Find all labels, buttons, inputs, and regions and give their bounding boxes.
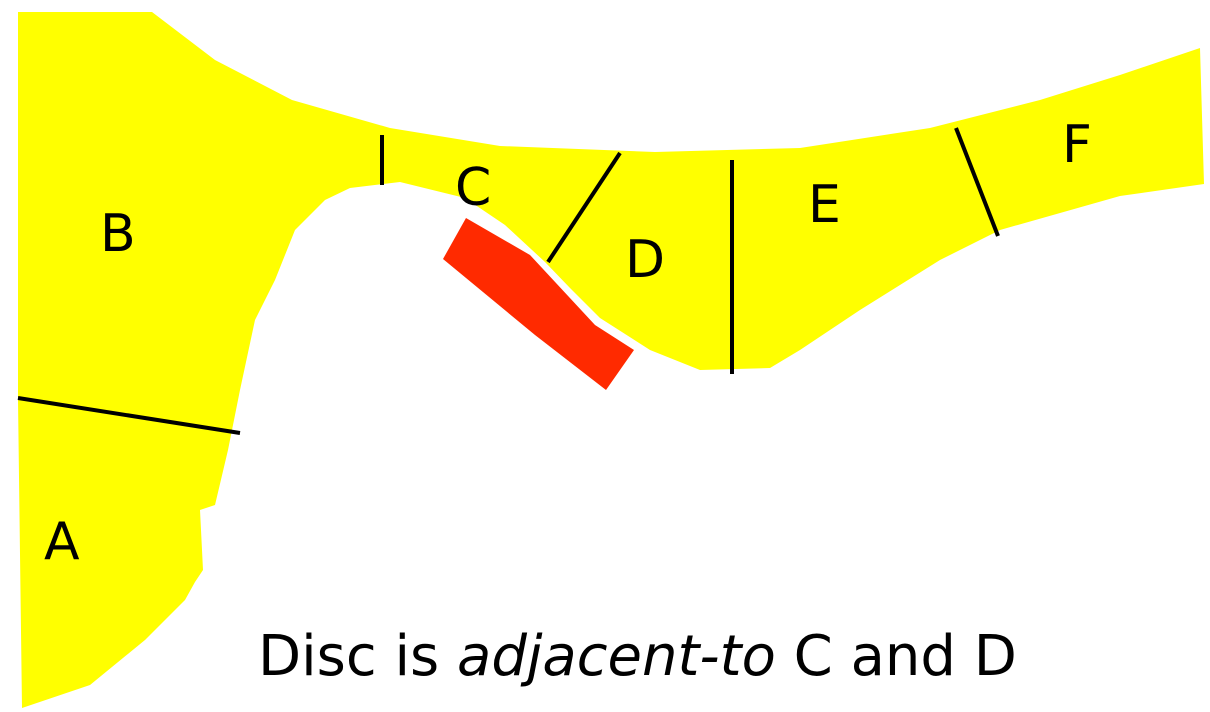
- divider-c-d: [546, 151, 622, 264]
- region-label-f: F: [1062, 115, 1092, 175]
- region-dividers: [17, 127, 1000, 435]
- region-label-e: E: [808, 175, 841, 235]
- caption-relation: adjacent-to: [457, 624, 776, 689]
- region-label-d: D: [625, 230, 665, 290]
- caption: Disc is adjacent-to C and D: [258, 612, 1198, 702]
- region-label-c: C: [455, 158, 491, 218]
- divider-a-b: [17, 396, 241, 435]
- caption-objects: C and D: [793, 624, 1017, 689]
- disc-object: [443, 218, 634, 390]
- region-label-a: A: [44, 512, 80, 572]
- caption-subject: Disc is: [258, 624, 440, 689]
- region-label-b: B: [100, 204, 136, 264]
- yellow-region-shape: [18, 12, 1204, 708]
- divider-e-f: [954, 127, 1000, 237]
